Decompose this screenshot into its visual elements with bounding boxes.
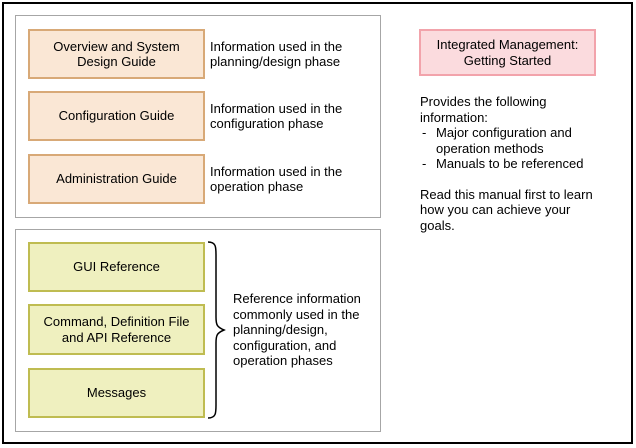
guide-description-planning: Information used in the planning/design … bbox=[210, 38, 343, 70]
reference-box-command-api: Command, Definition File and API Referen… bbox=[28, 304, 205, 355]
getting-started-box: Integrated Management: Getting Started bbox=[419, 29, 596, 76]
bullet-text-manuals: Manuals to be referenced bbox=[436, 156, 584, 171]
guide-box-overview-design: Overview and System Design Guide bbox=[28, 29, 205, 79]
bullet-text-configuration: Major configuration and operation method… bbox=[436, 125, 572, 156]
guide-box-configuration: Configuration Guide bbox=[28, 91, 205, 141]
guide-box-administration: Administration Guide bbox=[28, 154, 205, 204]
guide-description-operation: Information used in the operation phase bbox=[210, 163, 343, 195]
curly-brace-icon bbox=[207, 241, 226, 419]
getting-started-panel: Provides the following information: - Ma… bbox=[420, 94, 615, 233]
bullet-dash: - bbox=[422, 156, 427, 171]
guide-description-configuration: Information used in the configuration ph… bbox=[210, 100, 343, 132]
panel-intro-text: Provides the following information: bbox=[420, 94, 547, 125]
reference-note-text: Reference information commonly used in t… bbox=[233, 291, 361, 368]
reference-box-messages: Messages bbox=[28, 368, 205, 418]
panel-outro-text: Read this manual first to learn how you … bbox=[420, 186, 593, 233]
panel-bullet-item: - Manuals to be referenced bbox=[420, 156, 615, 172]
panel-bullet-item: - Major configuration and operation meth… bbox=[420, 125, 615, 156]
reference-box-gui: GUI Reference bbox=[28, 242, 205, 292]
bullet-dash: - bbox=[422, 125, 427, 140]
